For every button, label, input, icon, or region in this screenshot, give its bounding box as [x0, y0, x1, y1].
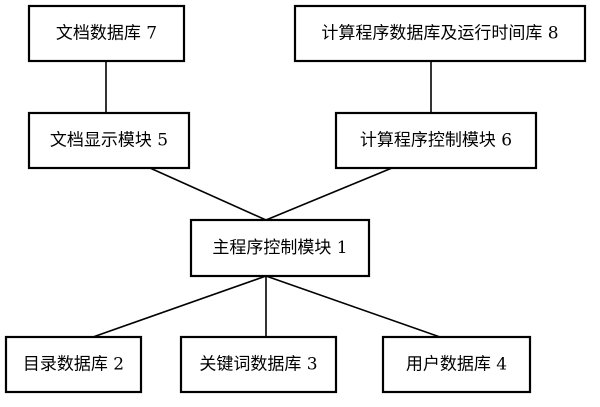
node-main-control-module: 主程序控制模块 1 [189, 218, 371, 278]
edge-n6-to-n1 [265, 167, 393, 221]
node-document-database-label: 文档数据库 7 [56, 24, 157, 44]
node-main-control-module-label: 主程序控制模块 1 [212, 238, 347, 258]
node-catalog-database: 目录数据库 2 [4, 335, 143, 394]
node-user-database: 用户数据库 4 [381, 335, 532, 394]
node-catalog-database-label: 目录数据库 2 [23, 355, 124, 375]
node-program-runtime-database-label: 计算程序数据库及运行时间库 8 [321, 24, 558, 44]
node-program-control-module-label: 计算程序控制模块 6 [360, 131, 512, 151]
node-document-display-module-label: 文档显示模块 5 [50, 131, 168, 151]
node-program-control-module: 计算程序控制模块 6 [334, 111, 538, 170]
edges-layer [92, 61, 441, 338]
node-user-database-label: 用户数据库 4 [406, 355, 507, 375]
node-program-runtime-database: 计算程序数据库及运行时间库 8 [293, 4, 587, 63]
node-keyword-database: 关键词数据库 3 [179, 335, 338, 394]
edge-n5-to-n1 [149, 167, 267, 221]
edge-n1-to-n2 [92, 275, 267, 338]
node-keyword-database-label: 关键词数据库 3 [199, 355, 317, 375]
node-document-database: 文档数据库 7 [27, 4, 186, 63]
nodes-layer: 文档数据库 7 计算程序数据库及运行时间库 8 文档显示模块 5 计算程序控制模… [4, 4, 587, 394]
edge-n1-to-n4 [265, 275, 441, 338]
node-document-display-module: 文档显示模块 5 [27, 111, 191, 170]
